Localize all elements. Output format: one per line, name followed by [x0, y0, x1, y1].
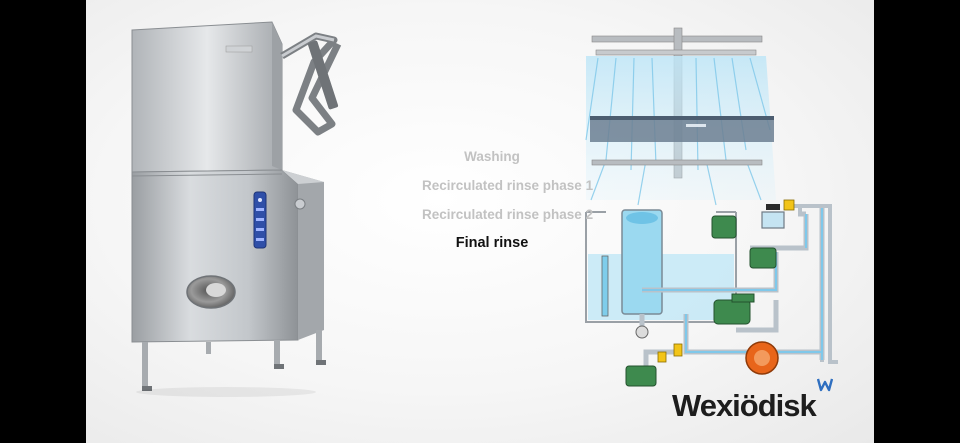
scene-graphics [131, 21, 838, 397]
dishwasher-illustration [131, 21, 342, 397]
phase-final-rinse: Final rinse [455, 235, 529, 251]
phase-washing: Washing [464, 149, 520, 164]
video-frame: Washing Recirculated rinse phase 1 Recir… [86, 0, 874, 443]
wash-cycle-diagram [585, 27, 838, 387]
letterbox-right [874, 0, 960, 443]
brand-mark-icon [817, 378, 833, 392]
phase-recirculated-rinse-2: Recirculated rinse phase 2 [422, 207, 594, 222]
letterbox-left [0, 0, 86, 443]
phase-recirculated-rinse-1: Recirculated rinse phase 1 [422, 178, 594, 193]
brand-logo: Wexiödisk [672, 388, 817, 423]
